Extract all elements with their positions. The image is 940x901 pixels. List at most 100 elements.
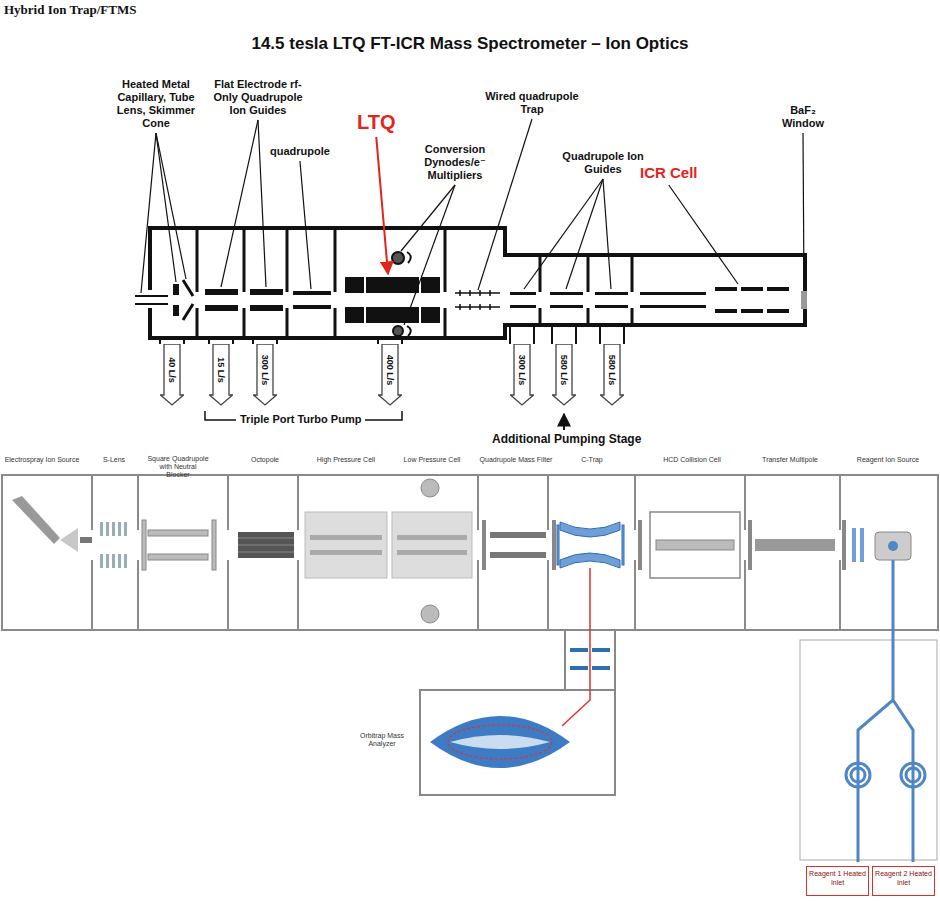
octopole — [238, 532, 294, 558]
orbitrap-housing — [2, 475, 938, 630]
s-lens — [118, 522, 121, 536]
electrospray-source — [12, 496, 92, 552]
pump-port — [160, 325, 624, 344]
icr-cell — [715, 287, 789, 313]
reagent-ion-source — [875, 532, 911, 560]
baf2-window — [801, 291, 807, 309]
lens-disc — [482, 520, 846, 570]
leader-line — [258, 120, 266, 287]
reagent-tube — [846, 560, 925, 862]
bracket-label: Triple Port Turbo Pump — [236, 413, 365, 426]
pump-speed: 580 L/s — [607, 354, 617, 385]
part-label: Quadrupole Mass Filter — [476, 456, 556, 464]
pump-arrow: 300 L/s — [253, 344, 277, 406]
s-lens — [112, 522, 115, 536]
icr-cell — [767, 287, 789, 291]
heated-capillary — [135, 296, 168, 304]
part-label: Quadrupole Ion Guides — [560, 150, 646, 176]
leader-line — [401, 185, 455, 251]
flat-electrode-guide — [205, 289, 283, 311]
part-label: quadrupole — [270, 145, 330, 158]
quadrupole-ion-guide — [640, 292, 706, 295]
icr-cell — [767, 309, 789, 313]
s-lens — [124, 554, 127, 568]
inlet-box: Reagent 1 Heated Inlet — [806, 866, 869, 896]
part-label: HCD Collision Cell — [654, 456, 730, 464]
skimmer-cone — [183, 280, 193, 320]
ion-trap-cells — [392, 512, 472, 578]
s-lens — [106, 554, 109, 568]
leader-line — [300, 161, 311, 289]
transfer-lens — [592, 666, 610, 670]
electrospray-source — [60, 528, 78, 552]
leader-line — [669, 185, 738, 284]
s-lens — [112, 554, 115, 568]
part-label: C-Trap — [572, 456, 612, 464]
quadrupole-mass-filter — [490, 532, 546, 538]
conversion-dynode — [393, 326, 403, 336]
heated-capillary — [135, 296, 168, 304]
flat-electrode-guide — [250, 305, 283, 311]
part-label: LTQ — [357, 110, 396, 134]
orbitrap-analyzer — [448, 725, 552, 759]
s-lens — [118, 554, 121, 568]
orbitrap-chamber — [420, 690, 615, 795]
lens-disc — [748, 520, 752, 570]
quadrupole-rods — [293, 305, 331, 309]
page-heading: Hybrid Ion Trap/FTMS — [4, 2, 136, 17]
hcd-cell — [650, 512, 740, 578]
part-label: Transfer Multipole — [752, 456, 828, 464]
inlet-box: Reagent 2 Heated Inlet — [872, 866, 935, 896]
partition-wall — [197, 228, 632, 338]
reagent-tube — [851, 768, 865, 782]
icr-cell — [715, 287, 737, 291]
pump-arrow-outline — [379, 344, 402, 405]
conversion-dynode — [407, 252, 411, 336]
c-trap — [560, 522, 620, 537]
pump-port — [160, 325, 624, 344]
part-label: Wired quadrupole Trap — [482, 90, 582, 116]
s-lens — [100, 522, 127, 568]
lens-disc — [552, 520, 556, 570]
part-label: Heated Metal Capillary, Tube Lens, Skimm… — [108, 78, 204, 130]
quadrupole-ion-guide — [640, 305, 706, 308]
reagent-tube — [846, 763, 870, 787]
skimmer-cone — [183, 280, 193, 320]
part-label: Conversion Dynodes/e⁻ Multipliers — [406, 143, 504, 182]
quadrupole-ion-guide — [550, 305, 583, 308]
reagent-ion-source — [888, 541, 898, 551]
orbitrap-housing — [2, 475, 938, 630]
orbitrap-analyzer — [430, 716, 570, 768]
lens-disc — [638, 520, 642, 570]
conversion-dynode — [392, 252, 404, 264]
quadrupole-mass-filter — [490, 532, 546, 558]
orbitrap-chamber — [420, 630, 615, 795]
leader-line — [478, 119, 532, 290]
quadrupole-ion-guide — [510, 305, 536, 308]
reagent-ion-source — [852, 528, 911, 562]
octopole — [238, 532, 294, 558]
leader-line — [141, 133, 156, 293]
part-label: High Pressure Cell — [309, 456, 383, 464]
pump-arrow: 300 L/s — [510, 344, 534, 406]
octopole — [238, 538, 294, 552]
pump-arrow: 40 L/s — [160, 344, 184, 406]
ion-trap-cells — [310, 550, 382, 555]
pump-arrow-outline — [601, 344, 624, 405]
reagent-ion-source — [852, 528, 856, 562]
part-label: Electrospray Ion Source — [3, 456, 81, 464]
pump-arrow-up — [563, 414, 565, 430]
tube-lens — [173, 284, 179, 295]
ion-trap-cells — [421, 605, 439, 623]
pump-speed: 580 L/s — [559, 354, 569, 385]
c-trap — [557, 522, 624, 568]
hcd-cell — [650, 512, 740, 578]
s-lens — [106, 522, 109, 536]
ion-path — [562, 568, 590, 726]
c-trap — [557, 525, 559, 565]
square-quadrupole — [142, 520, 146, 570]
leader-line — [566, 179, 603, 289]
reagent-frame — [800, 640, 937, 860]
